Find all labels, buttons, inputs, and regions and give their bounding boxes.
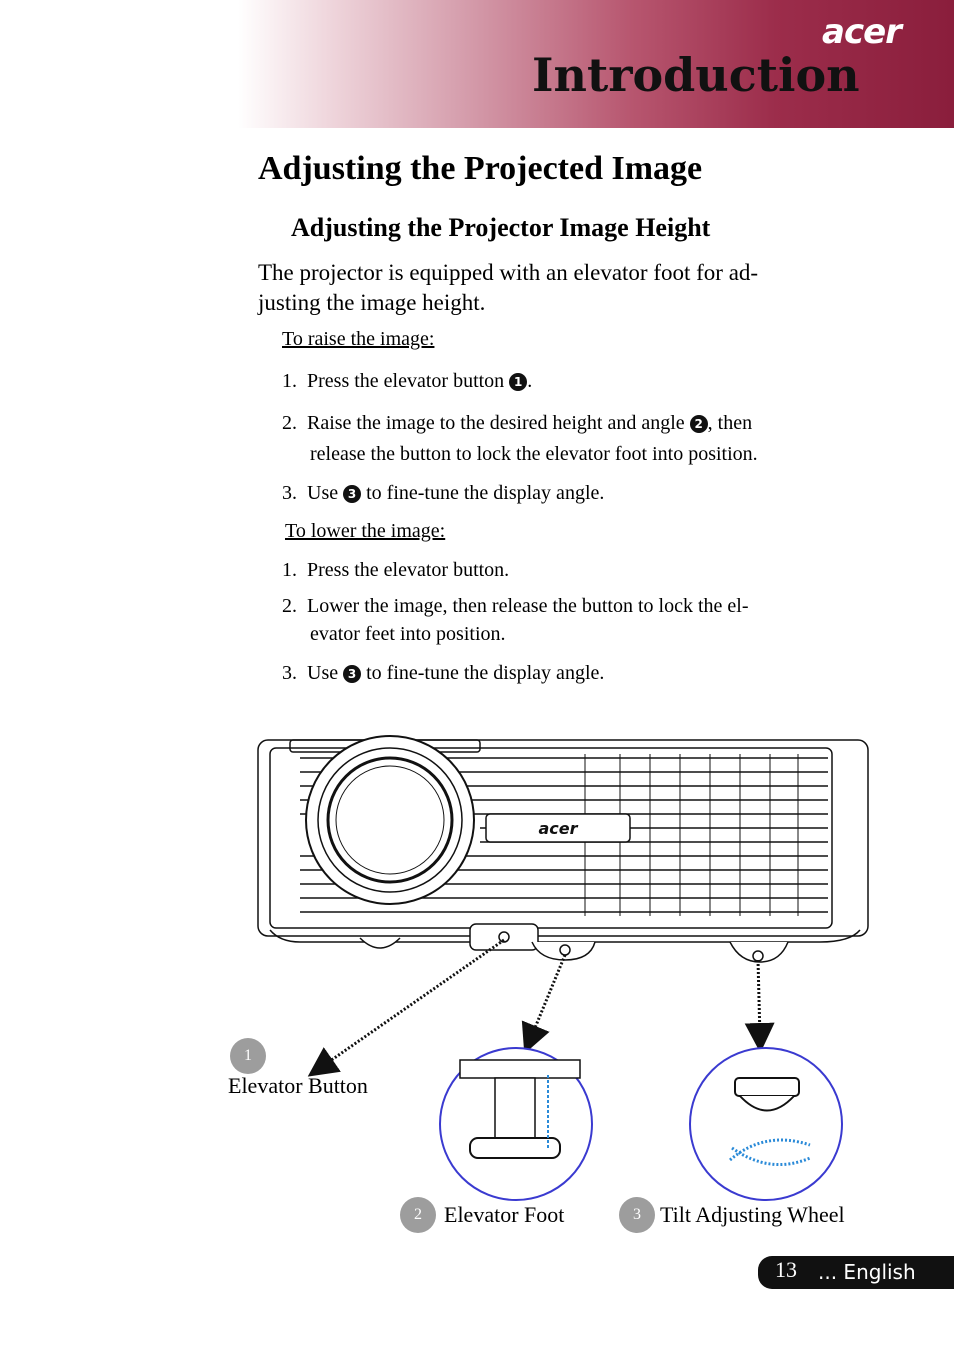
step-text-end: to fine-tune the display angle.: [361, 482, 605, 504]
callout-badge-2: 2: [400, 1197, 436, 1233]
number-marker-icon: 3: [343, 665, 362, 683]
raise-step-3: 3. Use 3 to fine-tune the display angle.: [282, 478, 882, 509]
raise-step-1: 1. Press the elevator button 1.: [282, 366, 882, 397]
step-text-end: , then: [707, 412, 753, 434]
lower-label: To lower the image:: [285, 520, 446, 542]
logo-plate-mark: acer: [538, 819, 578, 838]
step-number: 2.: [282, 595, 297, 617]
callout-badge-1: 1: [230, 1038, 266, 1074]
step-number: 3.: [282, 482, 297, 504]
number-marker-icon: 3: [343, 485, 362, 503]
acer-logo: acer: [822, 12, 902, 52]
lower-step-3: 3. Use 3 to fine-tune the display angle.: [282, 658, 882, 689]
step-number: 1.: [282, 559, 297, 581]
raise-label: To raise the image:: [282, 328, 435, 350]
sub-heading: Adjusting the Projector Image Height: [291, 213, 711, 242]
page-heading: Adjusting the Projected Image: [258, 150, 703, 187]
footer-band: [758, 1256, 954, 1289]
step-text: Lower the image, then release the button…: [307, 595, 749, 617]
number-marker-icon: 1: [509, 373, 528, 391]
step-text: Press the elevator button: [307, 370, 510, 392]
chapter-title: Introduction: [532, 48, 860, 102]
step-number: 3.: [282, 662, 297, 684]
elevator-foot-detail: [439, 1047, 593, 1201]
page-number: 13: [775, 1257, 797, 1282]
callout-badge-3: 3: [619, 1197, 655, 1233]
lens: [305, 735, 475, 905]
number-marker-icon: 2: [689, 415, 708, 433]
tilt-wheel-detail: [689, 1047, 843, 1201]
step-continuation: release the button to lock the elevator …: [310, 443, 758, 465]
step-number: 2.: [282, 412, 297, 434]
page-language: ... English: [818, 1260, 916, 1284]
header-band: [238, 0, 954, 128]
step-number: 1.: [282, 370, 297, 392]
step-text-end: .: [527, 370, 533, 392]
callout-label-tilt-wheel: Tilt Adjusting Wheel: [660, 1202, 845, 1227]
step-text: Raise the image to the desired height an…: [307, 412, 690, 434]
step-continuation: evator feet into position.: [310, 623, 506, 645]
raise-step-2: 2. Raise the image to the desired height …: [282, 408, 882, 470]
projector-diagram: acer: [257, 735, 869, 1201]
step-text: Use: [307, 482, 344, 504]
step-text: Press the elevator button.: [307, 559, 510, 581]
logo-plate: [485, 813, 631, 843]
lower-step-1: 1. Press the elevator button.: [282, 555, 882, 586]
step-text-end: to fine-tune the display angle.: [361, 662, 605, 684]
callout-label-elevator-foot: Elevator Foot: [444, 1202, 565, 1227]
step-text: Use: [307, 662, 344, 684]
feet: [359, 923, 789, 963]
intro-paragraph: The projector is equipped with an elevat…: [258, 260, 759, 315]
lower-step-2: 2. Lower the image, then release the butt…: [282, 592, 882, 648]
callout-label-elevator-button: Elevator Button: [228, 1073, 368, 1098]
callout-arrows: [307, 938, 775, 1077]
